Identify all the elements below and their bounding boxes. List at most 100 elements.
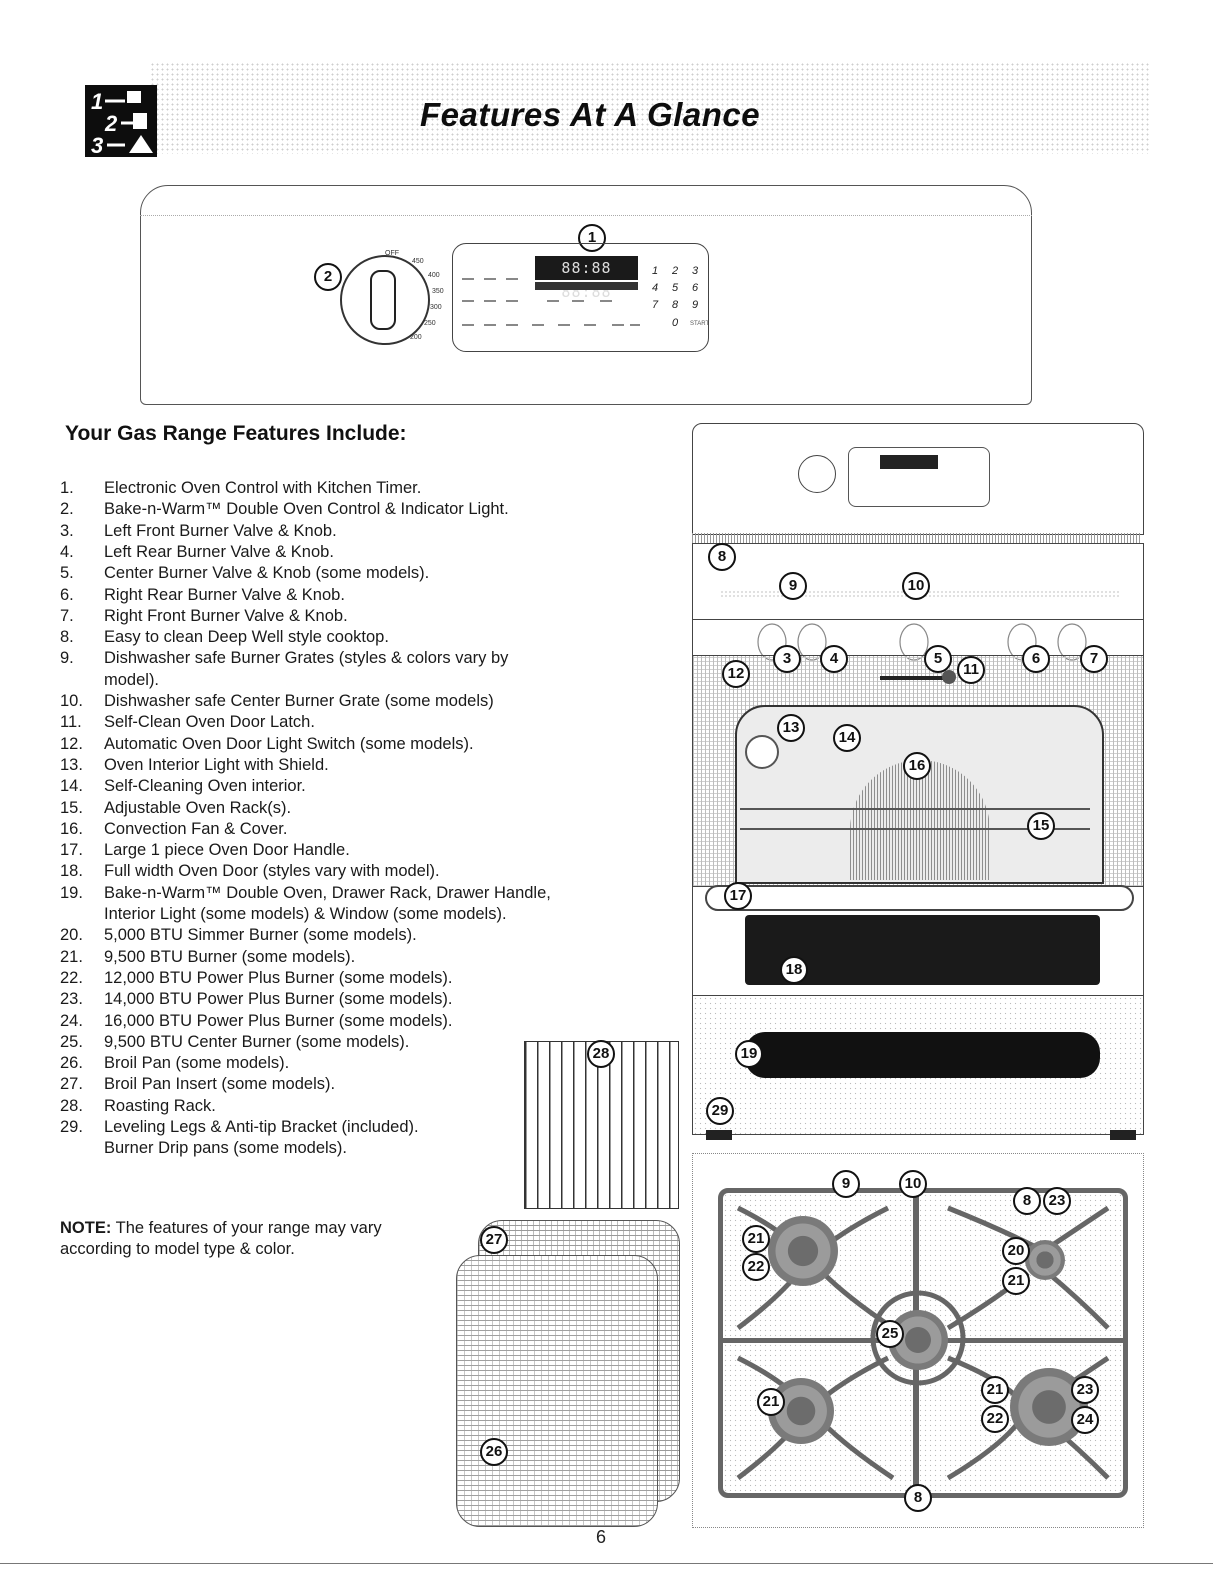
feature-number: 27. (60, 1075, 83, 1094)
feature-item: 17.Large 1 piece Oven Door Handle. (60, 841, 350, 860)
feature-text-continued: model). (104, 670, 160, 689)
range-trim-band (692, 533, 1142, 543)
feature-text: 9,500 BTU Center Burner (some models). (104, 1032, 410, 1051)
callout-2: 2 (314, 263, 342, 291)
mini-control-display (848, 447, 990, 507)
keypad-key: 9 (692, 299, 699, 311)
feature-number: 17. (60, 841, 83, 860)
callout-8: 8 (1013, 1187, 1041, 1215)
leveling-leg (706, 1130, 732, 1140)
feature-item: 20.5,000 BTU Simmer Burner (some models)… (60, 926, 417, 945)
feature-number: 3. (60, 521, 74, 540)
feature-text: Broil Pan Insert (some models). (104, 1075, 336, 1094)
callout-15: 15 (1027, 812, 1055, 840)
feature-number: 9. (60, 649, 74, 668)
oven-light-shield (745, 735, 779, 769)
feature-number: 18. (60, 862, 83, 881)
feature-item: 4. Left Rear Burner Valve & Knob. (60, 543, 334, 562)
callout-5: 5 (924, 645, 952, 673)
feature-text: Self-Cleaning Oven interior. (104, 777, 306, 796)
callout-7: 7 (1080, 645, 1108, 673)
feature-number: 19. (60, 883, 83, 902)
feature-item: 6.Right Rear Burner Valve & Knob. (60, 586, 345, 605)
feature-text: Left Front Burner Valve & Knob. (104, 521, 337, 540)
callout-16: 16 (903, 752, 931, 780)
feature-number: 4. (60, 542, 74, 561)
keypad-key: 1 (652, 265, 659, 277)
feature-text: Electronic Oven Control with Kitchen Tim… (104, 479, 422, 497)
features-heading: Your Gas Range Features Include: (65, 422, 407, 445)
callout-11: 11 (957, 656, 985, 684)
callout-25: 25 (876, 1320, 904, 1348)
callout-17: 17 (724, 882, 752, 910)
feature-item: 15.Adjustable Oven Rack(s). (60, 799, 291, 818)
callout-10: 10 (902, 572, 930, 600)
feature-number: 6. (60, 585, 74, 604)
feature-item: 21.9,500 BTU Burner (some models). (60, 948, 355, 967)
callout-26: 26 (480, 1438, 508, 1466)
feature-item: 29.Leveling Legs & Anti-tip Bracket (inc… (60, 1118, 419, 1137)
feature-text: Broil Pan (some models). (104, 1054, 290, 1073)
feature-item: 18.Full width Oven Door (styles vary wit… (60, 862, 440, 881)
feature-number: 14. (60, 777, 83, 796)
feature-item: 16.Convection Fan & Cover. (60, 820, 287, 839)
feature-number: 8. (60, 628, 74, 647)
feature-item: 7.Right Front Burner Valve & Knob. (60, 607, 348, 626)
lcd-readout: 88:88 88:88 (535, 256, 638, 301)
feature-text: Center Burner Valve & Knob (some models)… (104, 564, 430, 583)
feature-item: 1. Electronic Oven Control with Kitchen T… (60, 479, 421, 498)
feature-number: 5. (60, 564, 74, 583)
feature-number: 7. (60, 606, 74, 625)
callout-18: 18 (780, 956, 808, 984)
knob-temp-label: 450 (412, 258, 424, 265)
feature-number: 10. (60, 692, 83, 710)
callout-21: 21 (981, 1376, 1009, 1404)
feature-text: Leveling Legs & Anti-tip Bracket (includ… (104, 1118, 419, 1136)
oven-knob-handle (370, 270, 396, 330)
feature-text: Oven Interior Light with Shield. (104, 755, 329, 774)
keypad-key: 3 (692, 265, 699, 277)
callout-22: 22 (981, 1405, 1009, 1433)
keypad-key: 0 (672, 317, 679, 329)
feature-text: Automatic Oven Door Light Switch (some m… (104, 734, 474, 753)
feature-item: 26.Broil Pan (some models). (60, 1054, 289, 1073)
feature-number: 1. (60, 479, 74, 497)
callout-1: 1 (578, 224, 606, 252)
feature-item: 9.Dishwasher safe Burner Grates (styles … (60, 649, 508, 668)
svg-text:1: 1 (91, 89, 103, 114)
feature-text: Bake-n-Warm™ Double Oven Control & Indic… (104, 500, 509, 519)
callout-3: 3 (773, 645, 801, 673)
feature-item: 5. Center Burner Valve & Knob (some model… (60, 564, 429, 583)
keypad-start-label: START (690, 321, 710, 327)
feature-text: Bake-n-Warm™ Double Oven, Drawer Rack, D… (104, 883, 551, 902)
note-text: The features of your range may vary acco… (60, 1219, 382, 1258)
feature-item: 24.16,000 BTU Power Plus Burner (some mo… (60, 1012, 452, 1031)
control-panel-shade (140, 185, 1032, 216)
callout-21: 21 (1002, 1267, 1030, 1295)
oven-knob-dial (340, 255, 430, 345)
callout-20: 20 (1002, 1237, 1030, 1265)
feature-item: 11.Self-Clean Oven Door Latch. (60, 713, 315, 732)
callout-28: 28 (587, 1040, 615, 1068)
callout-9: 9 (832, 1170, 860, 1198)
feature-number: 15. (60, 798, 83, 817)
feature-text: 14,000 BTU Power Plus Burner (some model… (104, 990, 453, 1009)
callout-6: 6 (1022, 645, 1050, 673)
door-latch (880, 676, 955, 680)
feature-item: 3. Left Front Burner Valve & Knob. (60, 522, 337, 541)
keypad-key: 4 (652, 282, 659, 294)
feature-text-continued: Interior Light (some models) & Window (s… (104, 905, 507, 923)
callout-19: 19 (735, 1040, 763, 1068)
feature-number: 20. (60, 926, 83, 945)
knob-temp-label: 300 (430, 304, 442, 311)
feature-text: Easy to clean Deep Well style cooktop. (104, 628, 389, 647)
feature-text: Left Rear Burner Valve & Knob. (104, 542, 334, 561)
convection-fan (850, 760, 990, 880)
callout-10: 10 (899, 1170, 927, 1198)
feature-item: 14. Self-Cleaning Oven interior. (60, 777, 306, 796)
feature-item: 19. Bake-n-Warm™ Double Oven, Drawer Rack… (60, 884, 551, 903)
keypad-key: 8 (672, 299, 679, 311)
note-paragraph: NOTE: The features of your range may var… (60, 1218, 420, 1260)
feature-number: 13. (60, 755, 83, 774)
callout-23: 23 (1043, 1187, 1071, 1215)
